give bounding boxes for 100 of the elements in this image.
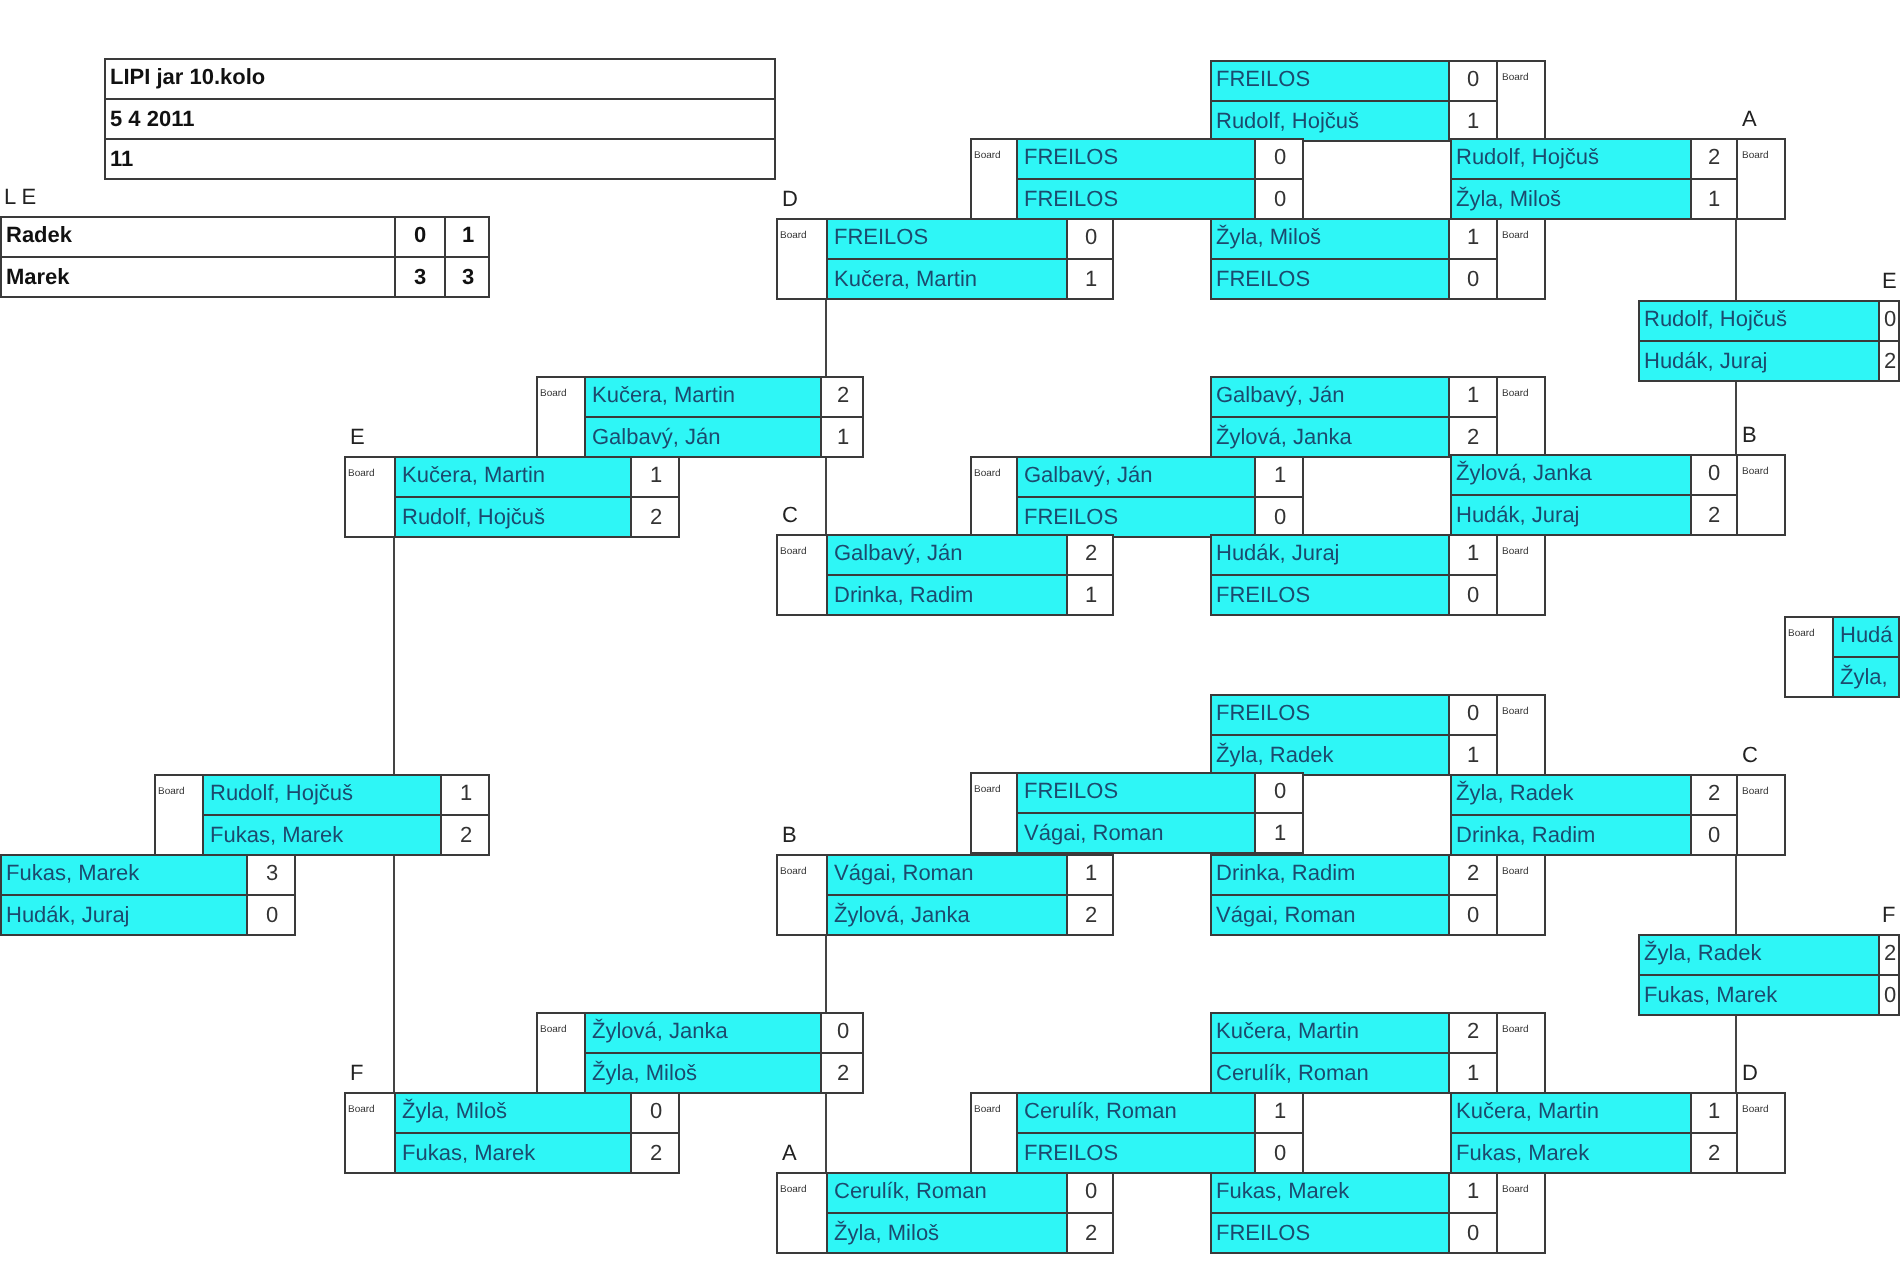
score: 1 (820, 416, 862, 456)
bracket-line (1735, 855, 1737, 935)
player-name: Žyla, Miloš (1212, 220, 1448, 260)
score: 1 (1448, 1052, 1496, 1092)
player-name: Kučera, Martin (394, 458, 630, 498)
score: 0 (1254, 1132, 1302, 1172)
score: 0 (1878, 302, 1898, 342)
player-name: Galbavý, Ján (826, 536, 1066, 576)
match-letter: C (1742, 744, 1758, 770)
player-name: Vágai, Roman (1016, 812, 1254, 852)
score: 1 (1066, 574, 1112, 614)
score: 2 (820, 1052, 862, 1092)
score: 2 (1878, 936, 1898, 976)
score: 0 (1448, 1212, 1496, 1252)
player-name: Kučera, Martin (1212, 1014, 1448, 1054)
score: 2 (630, 1132, 678, 1172)
bracket-line (825, 299, 827, 377)
match-letter: F (1882, 904, 1896, 930)
bracket-line (1735, 219, 1737, 301)
player-name: Drinka, Radim (1212, 856, 1448, 896)
score: 1 (1254, 812, 1302, 852)
player-name: FREILOS (1016, 178, 1254, 218)
player-name: Fukas, Marek (1212, 1174, 1448, 1214)
score: 1 (1448, 734, 1496, 774)
match-letter: L E (4, 186, 37, 212)
player-name: Žylová, Janka (1212, 416, 1448, 456)
match-letter: D (782, 188, 798, 214)
score: 0 (1254, 178, 1302, 218)
bracket-line (1735, 1015, 1737, 1093)
player-name: Žyla, Radek (1212, 734, 1448, 774)
player-name: Rudolf, Hojčuš (1640, 302, 1878, 342)
score: 1 (1448, 100, 1496, 140)
player-name: FREILOS (1212, 696, 1448, 736)
match-letter: E (350, 426, 365, 452)
player-name: Žyla, Miloš (584, 1052, 820, 1092)
player-name: Cerulík, Roman (1212, 1052, 1448, 1092)
score: 1 (1690, 178, 1736, 218)
score: 0 (1690, 814, 1736, 854)
player-name: Fukas, Marek (2, 856, 246, 896)
score: 0 (1448, 574, 1496, 614)
player-name: FREILOS (1212, 62, 1448, 102)
player-name: FREILOS (1016, 774, 1254, 814)
player-name: Žyla, Miloš (826, 1212, 1066, 1252)
player-name: Hudák, Juraj (2, 894, 246, 934)
player-name: Fukas, Marek (202, 814, 440, 854)
player-name: Hudák, Juraj (1452, 494, 1690, 534)
player-name: Žylová, Janka (1452, 456, 1690, 496)
player-name: FREILOS (1016, 496, 1254, 536)
bracket-line (1735, 381, 1737, 455)
player-name: Rudolf, Hojčuš (1212, 100, 1448, 140)
match-letter: A (1742, 108, 1757, 134)
score: 2 (1066, 1212, 1112, 1252)
player-name: Hudá (1832, 618, 1898, 658)
player-name: FREILOS (826, 220, 1066, 260)
score: 0 (246, 894, 294, 934)
score: 3 (394, 256, 444, 296)
player-name: Cerulík, Roman (1016, 1094, 1254, 1134)
player-name: FREILOS (1016, 1132, 1254, 1172)
score: 2 (630, 496, 678, 536)
match-letter: B (1742, 424, 1757, 450)
score: 0 (1448, 894, 1496, 934)
match-letter: E (1882, 270, 1897, 296)
bracket-line (393, 855, 395, 1093)
player-name: Galbavý, Ján (1016, 458, 1254, 498)
score: 2 (1878, 340, 1898, 380)
match-letter: A (782, 1142, 797, 1168)
match-letter: F (350, 1062, 364, 1088)
player-name: Žyla, Radek (1640, 936, 1878, 976)
player-name: Cerulík, Roman (826, 1174, 1066, 1214)
player-name: Žyla, (1832, 656, 1898, 696)
match-letter: B (782, 824, 797, 850)
player-name: Drinka, Radim (826, 574, 1066, 614)
score: 2 (440, 814, 488, 854)
score: 0 (1254, 496, 1302, 536)
player-name: Kučera, Martin (1452, 1094, 1690, 1134)
player-name: Žyla, Miloš (394, 1094, 630, 1134)
score: 3 (444, 256, 488, 296)
bracket-line (825, 1093, 827, 1173)
player-name: Vágai, Roman (1212, 894, 1448, 934)
match-letter: D (1742, 1062, 1758, 1088)
score: 2 (1690, 1132, 1736, 1172)
player-name: Rudolf, Hojčuš (1452, 140, 1690, 180)
player-name: Kučera, Martin (826, 258, 1066, 298)
player-name: FREILOS (1212, 1212, 1448, 1252)
player-name: Fukas, Marek (394, 1132, 630, 1172)
score: 2 (1066, 894, 1112, 934)
player-name: Vágai, Roman (826, 856, 1066, 896)
player-name: FREILOS (1212, 258, 1448, 298)
player-name: Žylová, Janka (826, 894, 1066, 934)
player-name: Rudolf, Hojčuš (394, 496, 630, 536)
bracket-line (393, 537, 395, 775)
player-name: Žyla, Miloš (1452, 178, 1690, 218)
player-name: Fukas, Marek (1452, 1132, 1690, 1172)
player-name: Rudolf, Hojčuš (202, 776, 440, 816)
player-name: Kučera, Martin (584, 378, 820, 418)
player-name: Galbavý, Ján (584, 416, 820, 456)
player-name: Galbavý, Ján (1212, 378, 1448, 418)
player-name: Hudák, Juraj (1212, 536, 1448, 576)
player-name: Hudák, Juraj (1640, 340, 1878, 380)
match-letter: C (782, 504, 798, 530)
